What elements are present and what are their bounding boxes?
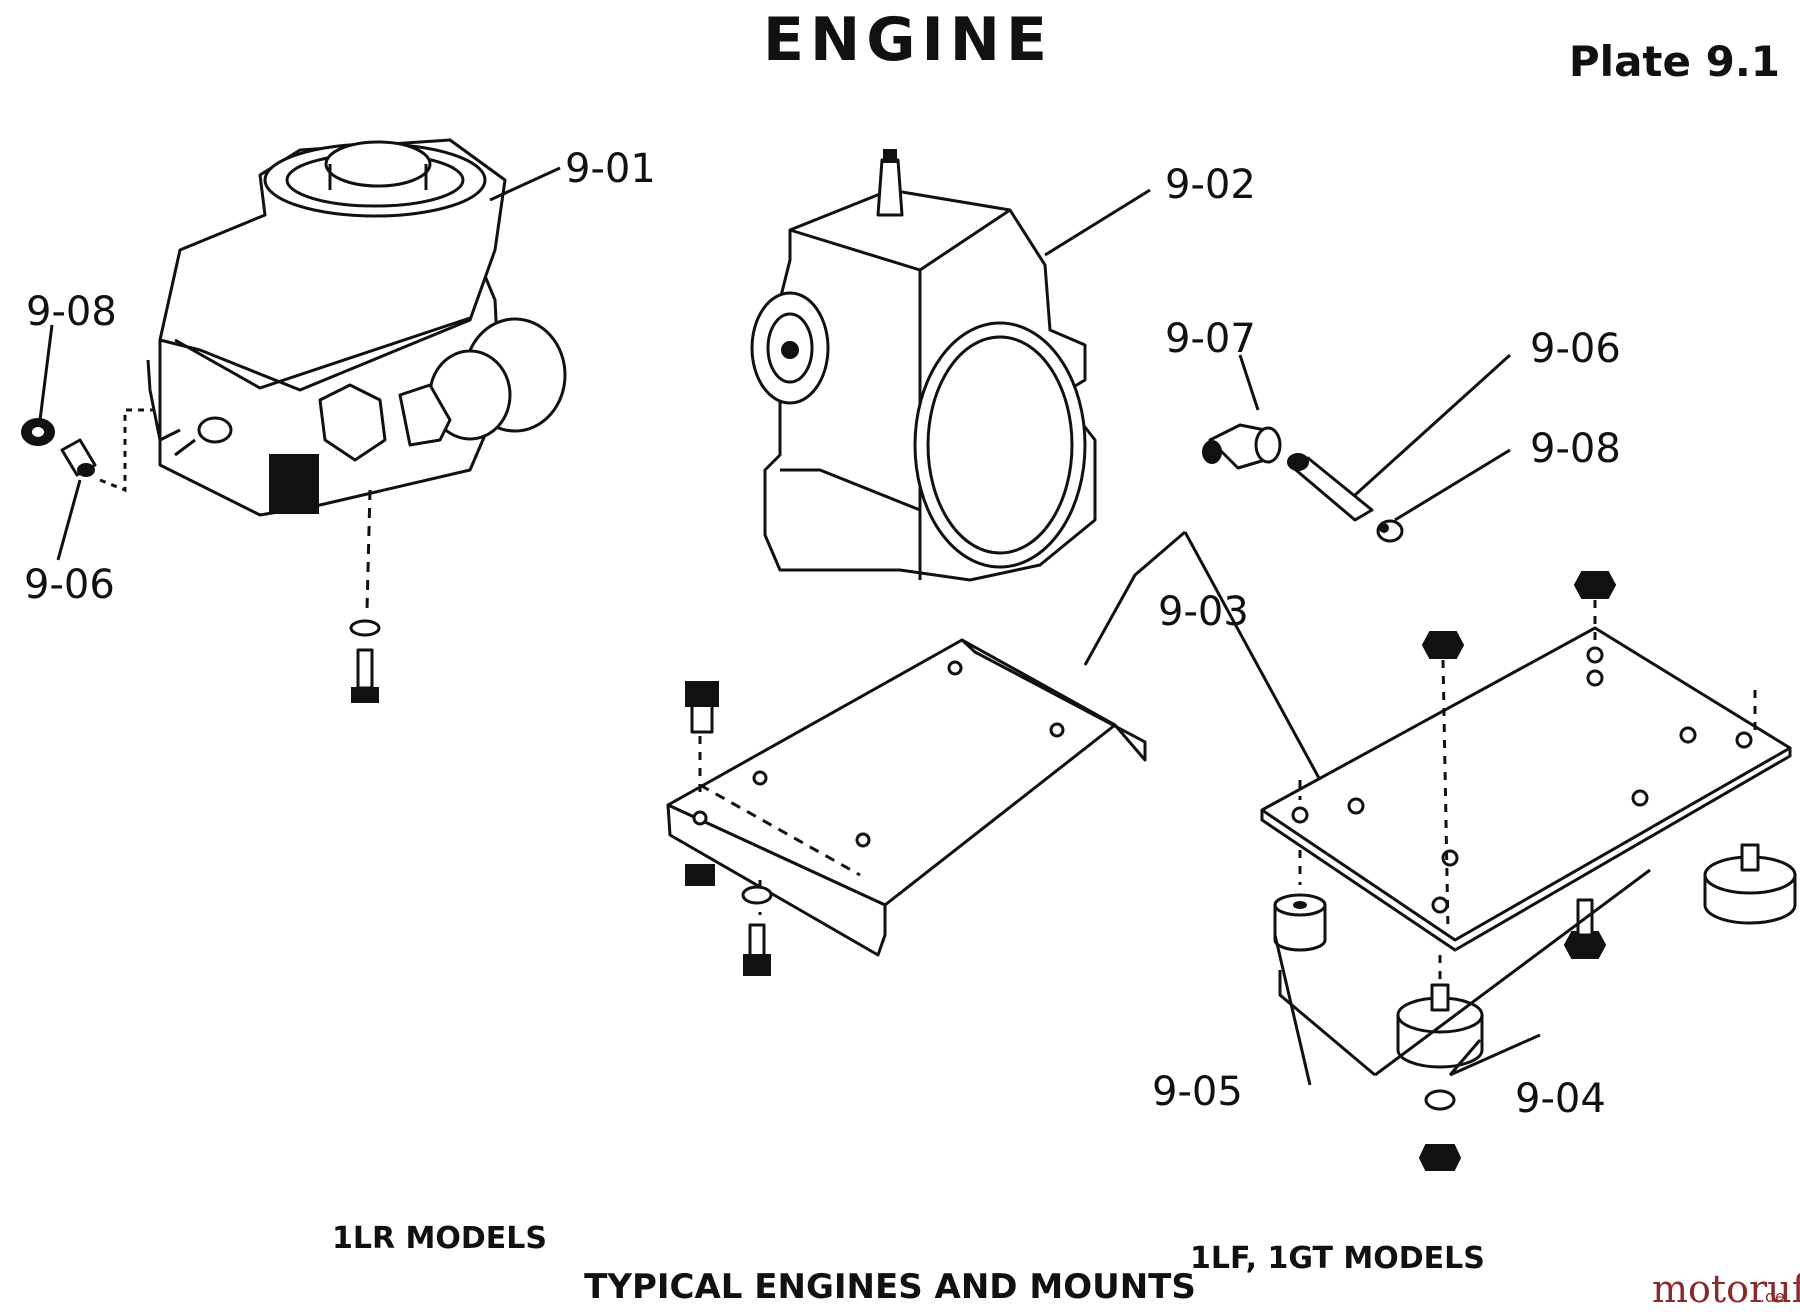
part-9-05-spacer [1273,893,1327,952]
caption-1lr-models: 1LR MODELS [332,1221,547,1256]
part-9-06-nipple-right [1287,453,1374,522]
callout-9-05: 9-05 [1152,1069,1243,1115]
callout-9-08-left: 9-08 [26,289,117,335]
callout-9-06-right: 9-06 [1530,326,1621,372]
caption-1lf-1gt-models: 1LF, 1GT MODELS [1190,1241,1485,1276]
callout-9-06-left: 9-06 [24,562,115,608]
engine-horizontal-shaft [750,149,1097,582]
callout-9-03: 9-03 [1158,589,1249,635]
callout-9-07: 9-07 [1165,316,1256,362]
part-9-08-nut-left [21,418,55,446]
page-title: ENGINE [763,5,1053,75]
mount-plate-1lr [666,638,1147,976]
watermark-suffix: .de [1760,1287,1785,1306]
plate-number: Plate 9.1 [1569,37,1780,86]
watermark-brand: motoruf [1652,1267,1800,1311]
callout-9-04: 9-04 [1515,1076,1606,1122]
leader-lines [38,166,1651,1086]
caption-typical-engines: TYPICAL ENGINES AND MOUNTS [584,1267,1196,1307]
engine-vertical-shaft [146,138,567,517]
part-9-04-rubber-mount-bottom [1396,983,1484,1171]
engine-mounting-bolt [349,489,381,703]
part-9-04-rubber-mount-right [1703,843,1797,925]
callout-9-08-right: 9-08 [1530,426,1621,472]
callout-9-02: 9-02 [1165,162,1256,208]
callout-9-01: 9-01 [565,146,656,192]
part-9-08-cap-right [1376,519,1404,543]
air-cleaner [318,317,567,462]
part-9-06-nipple-left [60,438,97,477]
part-9-07-elbow [1202,423,1282,470]
mount-plate-1lf-1gt [1260,571,1792,1000]
